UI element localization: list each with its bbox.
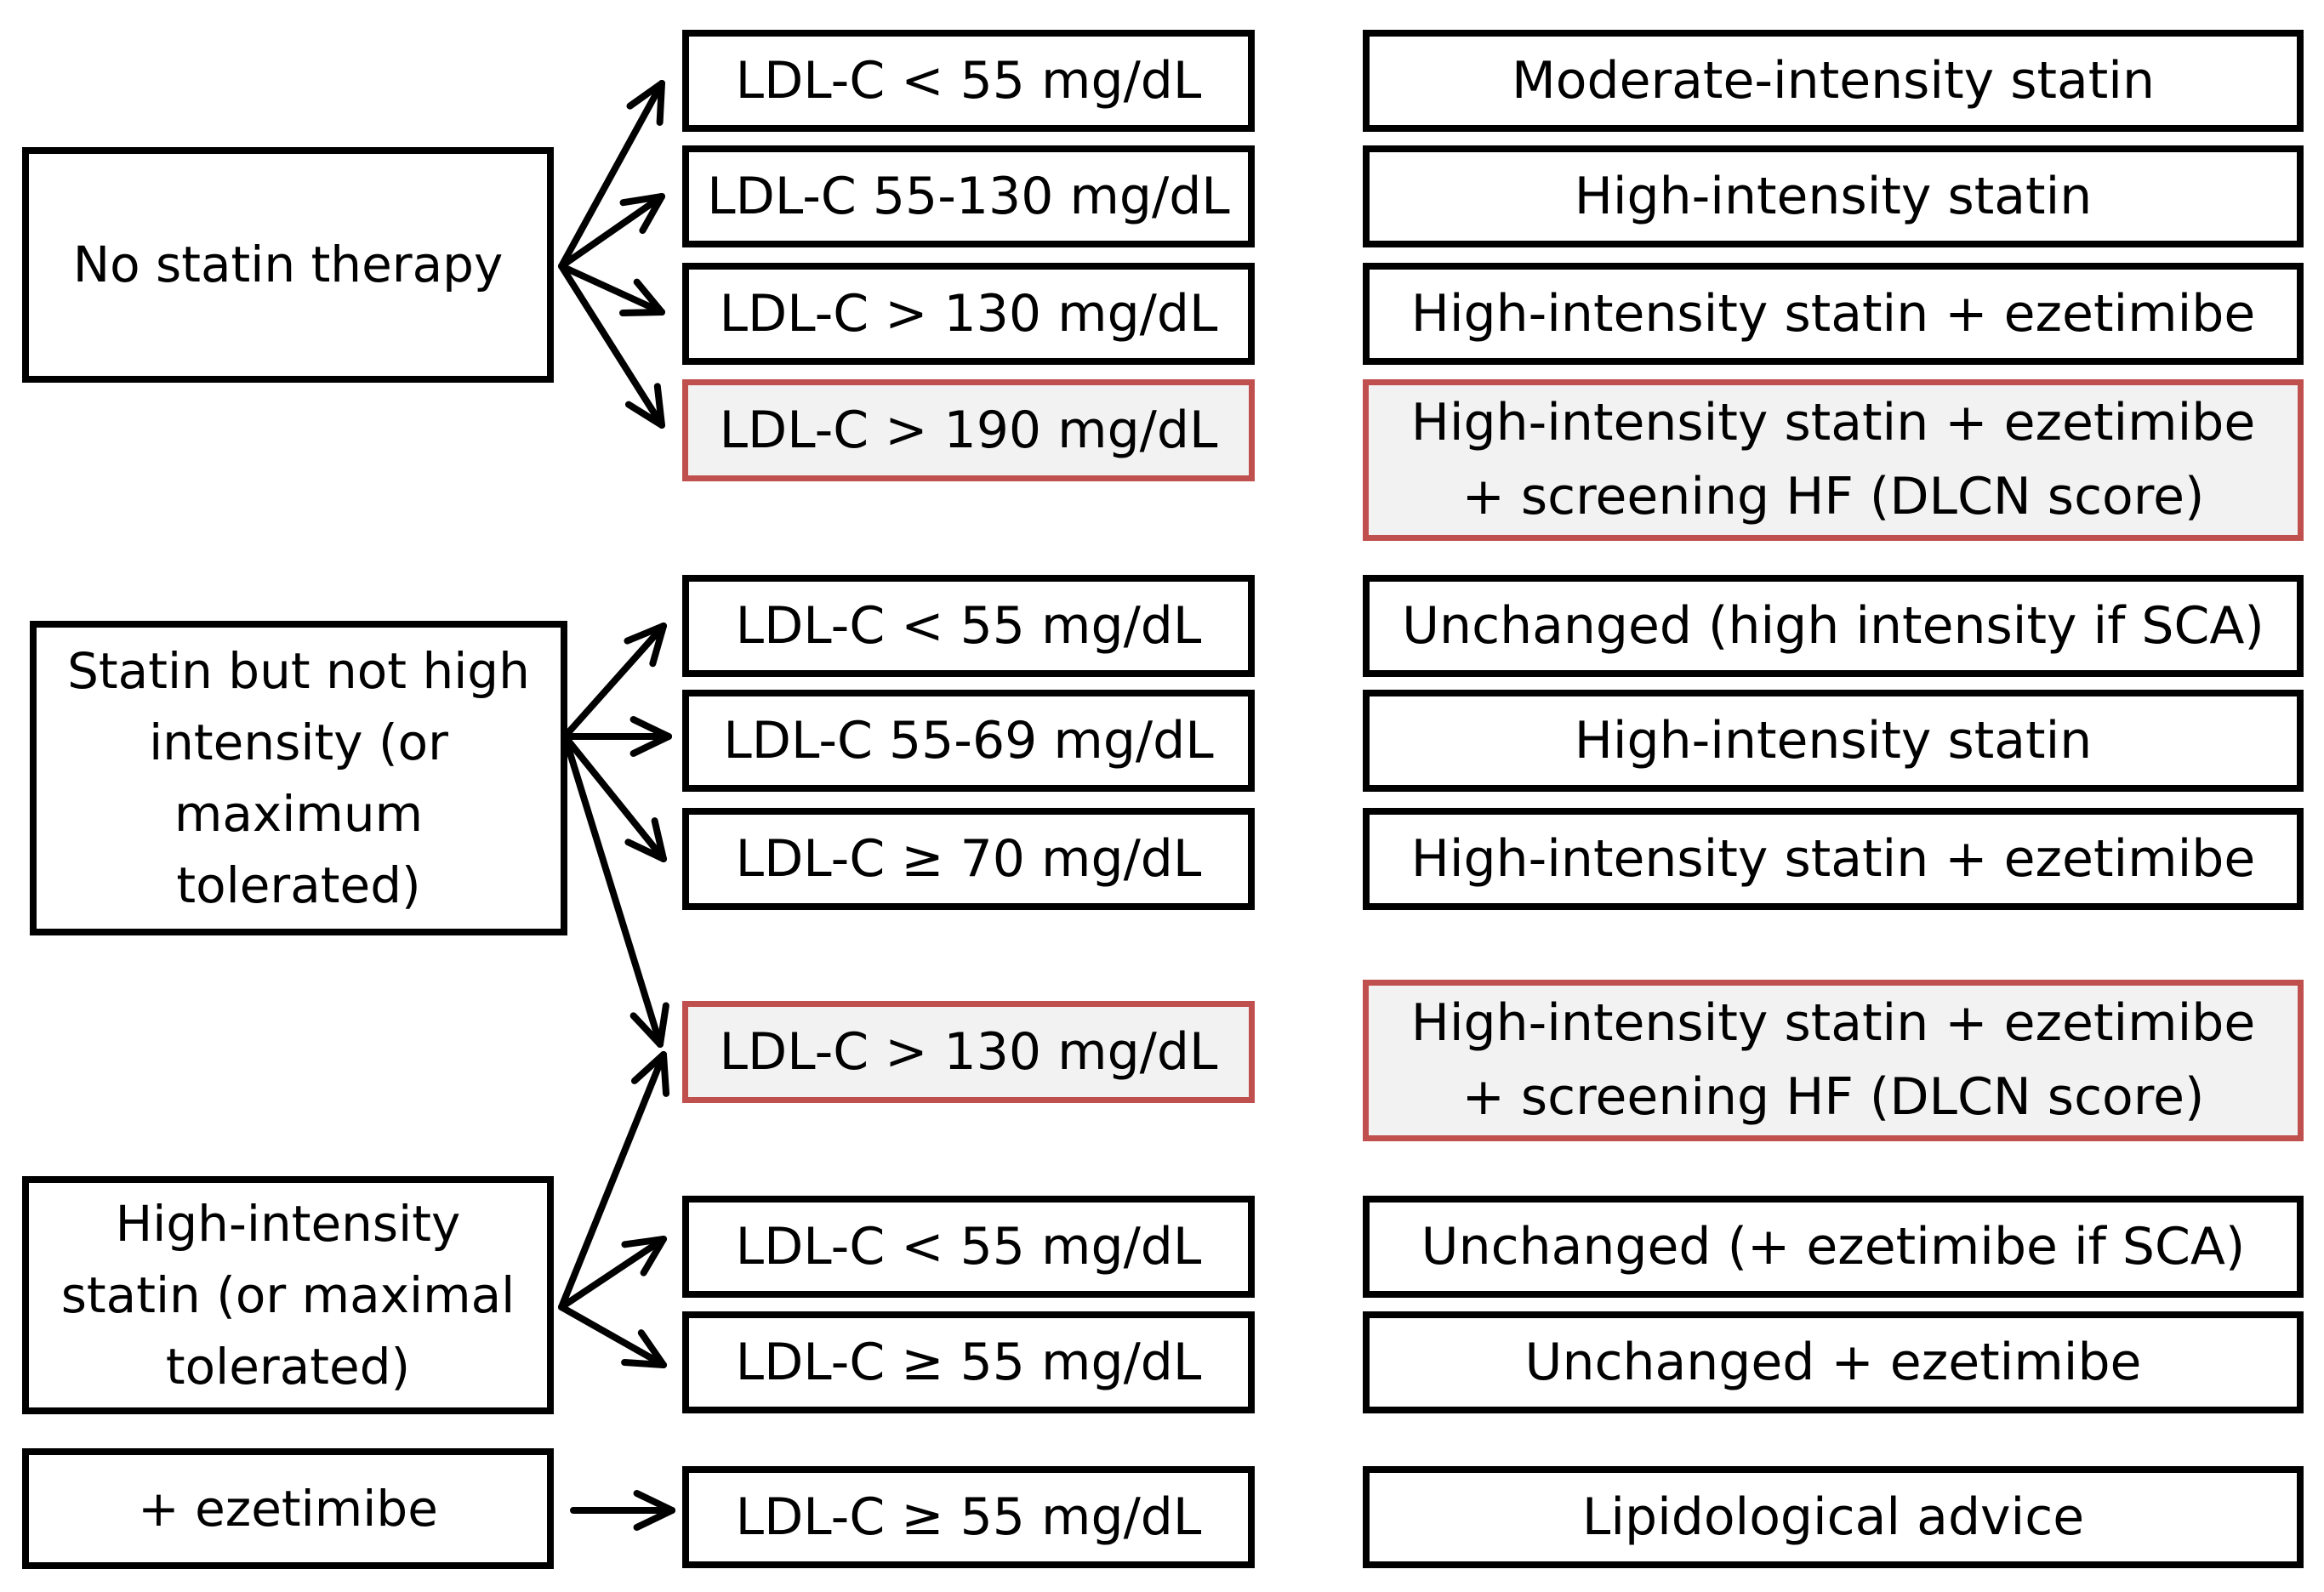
- ldl-label: LDL-C > 190 mg/dL: [719, 401, 1218, 460]
- action-box-r6: High-intensity statin: [1363, 690, 2304, 792]
- action-label: High-intensity statin + ezetimibe: [1410, 283, 2256, 344]
- ldl-box-r8: LDL-C > 130 mg/dL: [682, 1001, 1255, 1103]
- action-box-r9: Unchanged (+ ezetimibe if SCA): [1363, 1196, 2304, 1298]
- action-label: Unchanged (high intensity if SCA): [1402, 595, 2264, 656]
- ldl-label: LDL-C ≥ 70 mg/dL: [735, 829, 1202, 889]
- arrow-no-statin-r3: [558, 263, 665, 316]
- arrow-no-statin-r2: [558, 193, 665, 270]
- action-box-r8: High-intensity statin + ezetimibe + scre…: [1363, 980, 2304, 1141]
- arrow-high-r10: [558, 1304, 667, 1368]
- action-label-line1: High-intensity statin + ezetimibe: [1410, 993, 2256, 1053]
- ldl-label: LDL-C 55-69 mg/dL: [723, 711, 1214, 770]
- source-label: Statin but not high intensity (or maximu…: [67, 641, 530, 915]
- action-label-line2: + screening HF (DLCN score): [1461, 467, 2205, 526]
- action-label-line2: + screening HF (DLCN score): [1461, 1067, 2205, 1127]
- ldl-box-r11: LDL-C ≥ 55 mg/dL: [682, 1466, 1255, 1568]
- arrow-high-r9: [558, 1236, 667, 1311]
- ldl-box-r9: LDL-C < 55 mg/dL: [682, 1196, 1255, 1298]
- action-box-r7: High-intensity statin + ezetimibe: [1363, 808, 2304, 910]
- arrow-statin-r5: [561, 623, 667, 740]
- source-label: High-intensity statin (or maximal tolera…: [60, 1194, 515, 1396]
- ldl-label: LDL-C < 55 mg/dL: [735, 51, 1202, 111]
- arrow-no-statin-r1: [558, 80, 665, 270]
- arrow-no-statin-r4: [558, 263, 665, 429]
- action-label: High-intensity statin + ezetimibe: [1410, 828, 2256, 889]
- arrow-ezetimibe-r11: [570, 1489, 675, 1532]
- source-statin-not-high-intensity: Statin but not high intensity (or maximu…: [30, 621, 567, 935]
- ldl-box-r2: LDL-C 55-130 mg/dL: [682, 145, 1255, 247]
- ldl-box-r4: LDL-C > 190 mg/dL: [682, 379, 1255, 481]
- action-label: Unchanged + ezetimibe: [1524, 1332, 2142, 1392]
- arrow-statin-r6: [561, 715, 672, 758]
- arrow-statin-r7: [561, 733, 667, 862]
- action-box-r4: High-intensity statin + ezetimibe + scre…: [1363, 379, 2304, 541]
- ldl-label: LDL-C > 130 mg/dL: [719, 1022, 1218, 1082]
- source-no-statin-therapy: No statin therapy: [22, 147, 554, 383]
- action-box-r1: Moderate-intensity statin: [1363, 30, 2304, 132]
- source-label: + ezetimibe: [138, 1479, 438, 1538]
- arrow-high-r8: [558, 1051, 670, 1311]
- ldl-label: LDL-C 55-130 mg/dL: [707, 167, 1230, 226]
- arrow-statin-r8: [561, 733, 669, 1048]
- ldl-label: LDL-C ≥ 55 mg/dL: [735, 1333, 1202, 1392]
- ldl-box-r6: LDL-C 55-69 mg/dL: [682, 690, 1255, 792]
- action-label: High-intensity statin: [1574, 710, 2093, 770]
- ldl-box-r3: LDL-C > 130 mg/dL: [682, 263, 1255, 365]
- ldl-box-r7: LDL-C ≥ 70 mg/dL: [682, 808, 1255, 910]
- action-label: High-intensity statin: [1574, 166, 2093, 226]
- ldl-box-r10: LDL-C ≥ 55 mg/dL: [682, 1311, 1255, 1413]
- action-box-r5: Unchanged (high intensity if SCA): [1363, 575, 2304, 677]
- action-label-line1: High-intensity statin + ezetimibe: [1410, 393, 2256, 452]
- source-label: No statin therapy: [72, 236, 504, 294]
- source-high-intensity-statin: High-intensity statin (or maximal tolera…: [22, 1176, 554, 1414]
- action-label: Moderate-intensity statin: [1512, 50, 2155, 111]
- ldl-label: LDL-C > 130 mg/dL: [719, 284, 1218, 344]
- action-box-r2: High-intensity statin: [1363, 145, 2304, 247]
- action-label: Lipidological advice: [1581, 1487, 2085, 1547]
- ldl-label: LDL-C < 55 mg/dL: [735, 596, 1202, 656]
- ldl-box-r5: LDL-C < 55 mg/dL: [682, 575, 1255, 677]
- action-box-r3: High-intensity statin + ezetimibe: [1363, 263, 2304, 365]
- ldl-box-r1: LDL-C < 55 mg/dL: [682, 30, 1255, 132]
- ldl-label: LDL-C ≥ 55 mg/dL: [735, 1487, 1202, 1547]
- action-box-r10: Unchanged + ezetimibe: [1363, 1311, 2304, 1413]
- ldl-label: LDL-C < 55 mg/dL: [735, 1217, 1202, 1276]
- source-ezetimibe: + ezetimibe: [22, 1448, 554, 1569]
- action-label: Unchanged (+ ezetimibe if SCA): [1421, 1216, 2246, 1276]
- action-box-r11: Lipidological advice: [1363, 1466, 2304, 1568]
